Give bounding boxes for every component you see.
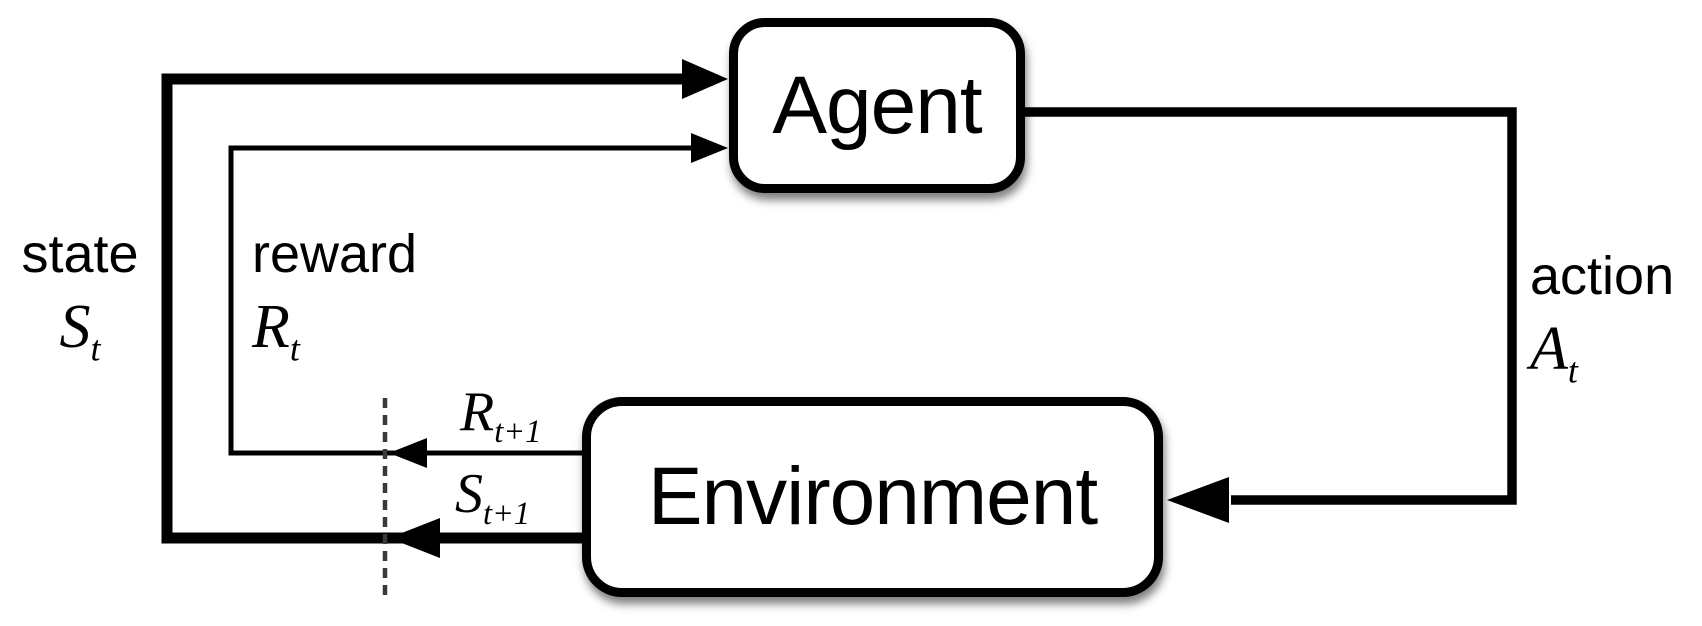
environment-node-label: Environment [647, 451, 1098, 542]
next-state-symbol: St+1 [455, 463, 531, 533]
environment-node: Environment [582, 397, 1163, 597]
state-word: state [21, 224, 139, 284]
next-reward-symbol: Rt+1 [460, 381, 542, 451]
state-arrowhead-at-time-boundary [389, 518, 440, 558]
reward-arrowhead-into-agent [691, 133, 728, 163]
action-symbol: At [1530, 314, 1578, 391]
state-edge [161, 73, 684, 544]
action-arrowhead-into-environment [1167, 477, 1229, 523]
state-arrowhead-into-agent [682, 59, 728, 99]
state-symbol: St [59, 292, 101, 369]
action-word: action [1530, 246, 1675, 306]
state-label-group: state St [0, 226, 160, 368]
action-edge [1025, 107, 1517, 505]
reward-arrowhead-at-time-boundary [389, 438, 427, 468]
reward-word: reward [252, 224, 418, 284]
reward-label-group: reward Rt [252, 226, 417, 368]
agent-node-label: Agent [772, 59, 982, 151]
agent-node: Agent [729, 18, 1025, 193]
action-label-group: action At [1530, 248, 1674, 390]
reward-symbol: Rt [252, 292, 300, 369]
